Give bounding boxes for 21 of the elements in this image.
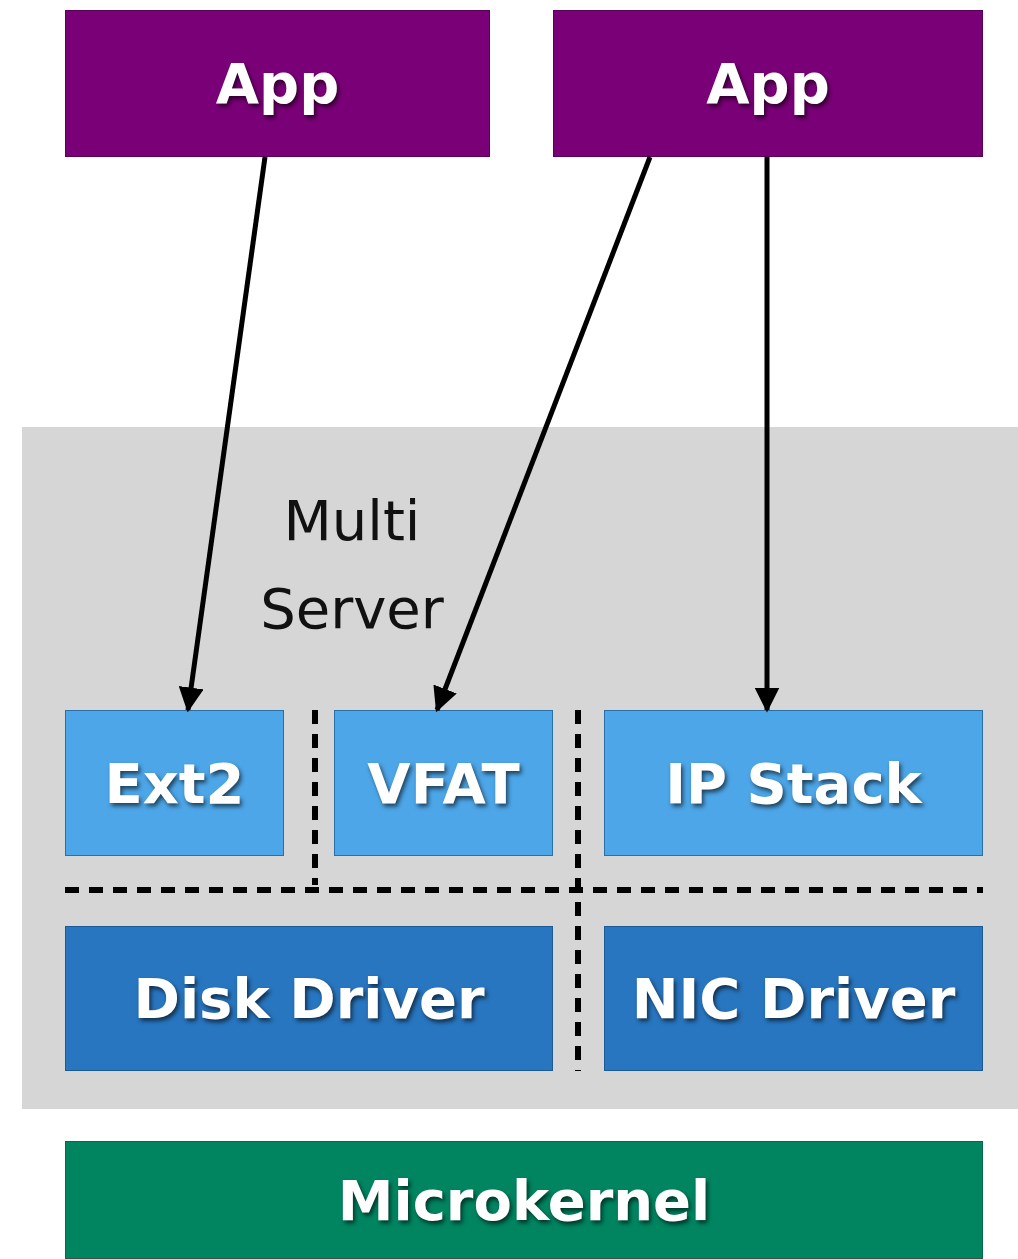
server-box [334,710,553,856]
box-label: Disk Driver [133,966,485,1031]
box-label: Microkernel [337,1167,711,1233]
box-label: App [706,51,830,116]
region-label: Multi Server [259,487,445,643]
box-label: Ext2 [104,750,245,816]
arrow [178,156,268,713]
arrow [433,156,653,713]
server-box [604,710,983,856]
driver-box [65,926,553,1071]
box-label: NIC Driver [631,966,956,1031]
app-box [65,10,490,157]
driver-box [604,926,983,1071]
box-label: App [215,51,340,116]
box-label: IP Stack [665,750,922,816]
arrow [754,157,780,713]
app-box [553,10,983,157]
server-region [22,427,1018,1109]
server-box [65,710,284,856]
kernel-box [65,1141,983,1259]
box-label: VFAT [367,750,520,816]
